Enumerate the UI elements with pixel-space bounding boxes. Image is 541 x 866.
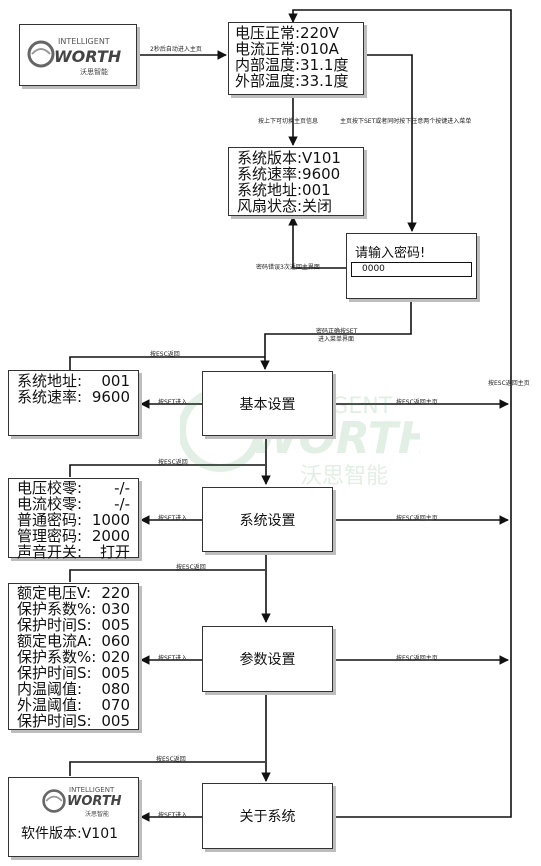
label-esc-home-basic: 按ESC返回主页: [396, 399, 438, 406]
label-set-enter-about: 按SET进入: [158, 812, 188, 819]
basic-address-label: 系统地址:: [17, 372, 83, 390]
main-line-inner-temp: 内部温度:31.1度: [235, 56, 349, 74]
menu-system-settings[interactable]: 系统设置: [202, 487, 333, 552]
system-row-admin-password: 管理密码: 2000: [17, 528, 130, 544]
password-input[interactable]: 0000: [351, 262, 472, 277]
main-line-voltage: 电压正常:220V: [235, 24, 339, 42]
label-esc-home-system: 按ESC返回主页: [396, 515, 438, 522]
system-admin-password-value: 2000: [91, 527, 130, 545]
system-sound-label: 声音开关:: [17, 543, 83, 561]
param-row: 保护时间S: 005: [17, 665, 130, 681]
about-panel: INTELLIGENT WORTH 沃思智能 软件版本:V101: [8, 777, 139, 857]
param-label: 保护时间S:: [17, 616, 92, 634]
param-row: 内温阈值: 080: [17, 681, 130, 697]
system-admin-password-label: 管理密码:: [17, 527, 83, 545]
label-updown-switch: 按上下可切换主页信息: [258, 118, 319, 125]
system-voltage-zero-value: -/-: [114, 479, 130, 497]
param-value: 005: [101, 616, 130, 634]
label-esc-home-param: 按ESC返回主页: [396, 655, 438, 662]
menu-basic-settings[interactable]: 基本设置: [202, 371, 333, 436]
basic-address-value: 001: [101, 372, 130, 390]
param-row: 外温阈值: 070: [17, 697, 130, 713]
label-set-enter-param: 按SET进入: [158, 655, 188, 662]
param-value: 070: [101, 696, 130, 714]
logo-worth-text: WORTH: [54, 47, 122, 66]
label-password-ok-2: 进入菜单界面: [318, 336, 355, 343]
about-logo-cn: 沃思智能: [85, 811, 110, 818]
param-label: 外温阈值:: [17, 696, 83, 714]
label-esc-return-system: 按ESC返回: [158, 459, 188, 466]
param-row: 保护时间S: 005: [17, 617, 130, 633]
system-sound-value: 打开: [99, 543, 130, 561]
startup-logo-box: INTELLIGENT WORTH 沃思智能: [19, 24, 137, 86]
param-row: 额定电流A: 060: [17, 633, 130, 649]
system-settings-panel: 电压校零: -/- 电流校零: -/- 普通密码: 1000 管理密码: 2000 声音…: [8, 478, 139, 560]
main-line-outer-temp: 外部温度:33.1度: [235, 72, 349, 90]
password-prompt: 请输入密码!: [355, 246, 426, 261]
worth-logo-icon: [42, 789, 66, 813]
param-label: 保护时间S:: [17, 712, 92, 730]
param-label: 保护系数%:: [17, 600, 97, 618]
label-auto-enter: 2秒后自动进入主页: [150, 46, 202, 53]
param-value: 080: [101, 680, 130, 698]
param-label: 保护系数%:: [17, 648, 97, 666]
param-value: 220: [101, 584, 130, 602]
param-row: 保护时间S: 005: [17, 713, 130, 729]
label-esc-return-basic: 按ESC返回: [150, 351, 180, 358]
main-line-current: 电流正常:010A: [235, 40, 339, 58]
param-row: 保护系数%:020: [17, 649, 130, 665]
password-value: 0000: [362, 264, 385, 274]
about-logo-intelligent: INTELLIGENT: [69, 786, 115, 794]
logo-cn-text: 沃思智能: [80, 68, 108, 76]
param-value: 005: [101, 712, 130, 730]
param-label: 额定电流A:: [17, 632, 93, 650]
param-row: 额定电压V: 220: [17, 585, 130, 601]
param-label: 额定电压V:: [17, 584, 92, 602]
system-info-screen: 系统版本:V101 系统速率:9600 系统地址:001 风扇状态:关闭: [228, 147, 364, 216]
about-software-version: 软件版本:V101: [21, 826, 119, 842]
system-current-zero-value: -/-: [114, 495, 130, 513]
info-line-fan: 风扇状态:关闭: [237, 197, 333, 215]
param-label: 保护时间S:: [17, 664, 92, 682]
system-row-voltage-zero: 电压校零: -/-: [17, 480, 130, 496]
menu-about-system[interactable]: 关于系统: [202, 783, 333, 849]
param-value: 005: [101, 664, 130, 682]
label-esc-return-param: 按ESC返回: [176, 564, 206, 571]
basic-settings-panel: 系统地址: 001 系统速率: 9600: [8, 370, 139, 436]
system-row-normal-password: 普通密码: 1000: [17, 512, 130, 528]
info-line-rate: 系统速率:9600: [237, 165, 341, 183]
basic-row-rate: 系统速率: 9600: [17, 389, 130, 405]
param-value: 030: [101, 600, 130, 618]
param-row: 保护系数%:030: [17, 601, 130, 617]
main-status-screen: 电压正常:220V 电流正常:010A 内部温度:31.1度 外部温度:33.1…: [228, 22, 364, 95]
label-esc-home-right: 按ESC返回主页: [488, 380, 530, 387]
label-esc-return-about: 按ESC返回: [156, 756, 186, 763]
label-set-enter-basic: 按SET进入: [158, 399, 188, 406]
param-label: 内温阈值:: [17, 680, 83, 698]
info-line-address: 系统地址:001: [237, 181, 331, 199]
system-voltage-zero-label: 电压校零:: [17, 479, 83, 497]
label-password-ok-1: 密码正确按SET: [316, 328, 358, 335]
system-row-sound: 声音开关: 打开: [17, 544, 130, 560]
logo-intelligent-text: INTELLIGENT: [58, 37, 110, 46]
param-value: 060: [101, 632, 130, 650]
system-current-zero-label: 电流校零:: [17, 495, 83, 513]
label-set-enter-system: 按SET进入: [158, 515, 188, 522]
menu-parameter-settings[interactable]: 参数设置: [202, 626, 333, 692]
label-password-error: 密码错误3次返回主界面: [256, 264, 320, 271]
password-screen: 请输入密码! 0000: [346, 233, 477, 299]
basic-rate-value: 9600: [91, 388, 130, 406]
parameter-settings-panel: 额定电压V:220 保护系数%:030 保护时间S:005 额定电流A:060 …: [8, 583, 139, 730]
basic-rate-label: 系统速率:: [17, 388, 83, 406]
worth-logo-icon: [27, 40, 55, 68]
basic-row-address: 系统地址: 001: [17, 373, 130, 389]
info-line-version: 系统版本:V101: [237, 149, 341, 167]
param-value: 020: [101, 648, 130, 666]
about-logo-worth: WORTH: [67, 794, 122, 809]
system-normal-password-value: 1000: [91, 511, 130, 529]
label-set-menu: 主页按下SET或者同时按下任意两个按键进入菜单: [340, 118, 472, 125]
system-normal-password-label: 普通密码:: [17, 511, 83, 529]
system-row-current-zero: 电流校零: -/-: [17, 496, 130, 512]
